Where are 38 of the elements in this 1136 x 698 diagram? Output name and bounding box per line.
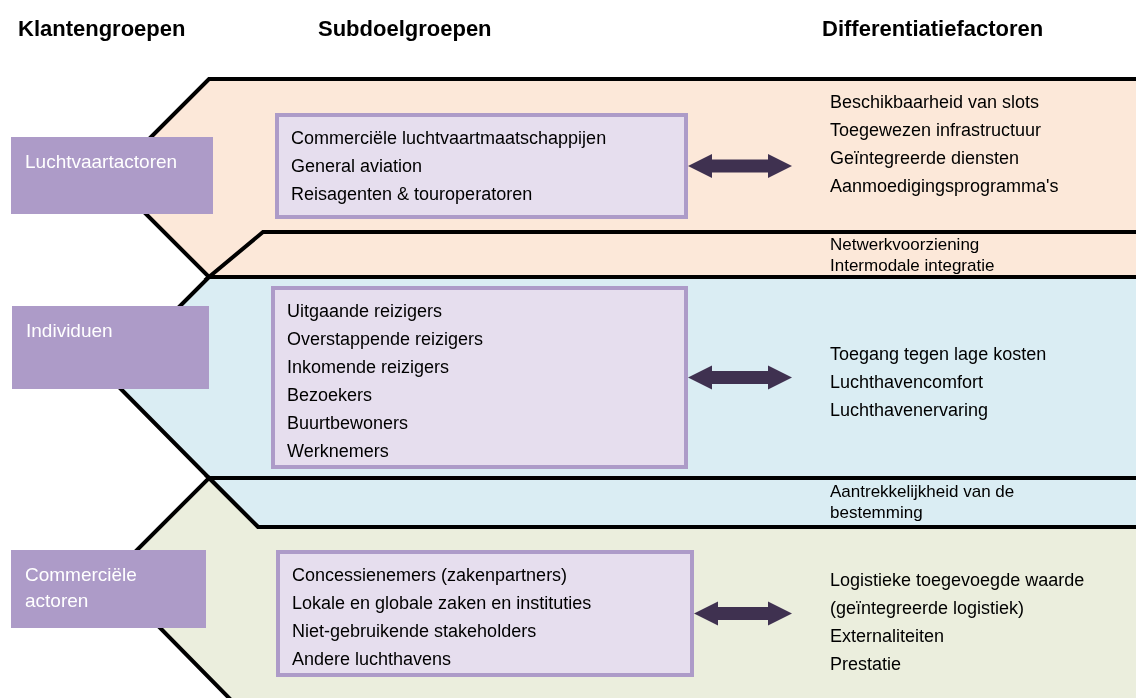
column-heading: Klantengroepen <box>18 16 186 42</box>
group-box: Individuen <box>12 306 209 389</box>
subgroup-text: Inkomende reizigers <box>287 356 450 379</box>
factor-text: Toegang tegen lage kosten <box>830 343 1047 366</box>
subgroup-text: Bezoekers <box>287 384 373 407</box>
double-arrow <box>688 154 792 178</box>
subgroup-text: Commerciële luchtvaartmaatschappijen <box>291 127 607 150</box>
factor-text: Aanmoedigingsprogramma's <box>830 175 1059 198</box>
factor-text: Intermodale integratie <box>830 255 995 276</box>
subgroup-box <box>271 286 688 469</box>
subgroup-text: Concessienemers (zakenpartners) <box>292 564 568 587</box>
factor-text: Beschikbaarheid van slots <box>830 91 1040 114</box>
subgroup-text: Andere luchthavens <box>292 648 452 671</box>
subgroup-text: Buurtbewoners <box>287 412 409 435</box>
factor-text: Netwerkvoorziening <box>830 234 980 255</box>
factor-text: Toegewezen infrastructuur <box>830 119 1042 142</box>
double-arrow <box>688 365 792 390</box>
column-heading: Differentiatiefactoren <box>822 16 1044 42</box>
subgroup-text: Overstappende reizigers <box>287 328 484 351</box>
factor-text: Externaliteiten <box>830 625 945 648</box>
subgroup-text: Niet-gebruikende stakeholders <box>292 620 537 643</box>
factor-text: Aantrekkelijkheid van de bestemming <box>830 481 1016 523</box>
subgroup-box <box>276 550 694 677</box>
factor-text: Luchthavencomfort <box>830 371 984 394</box>
subgroup-text: General aviation <box>291 155 423 178</box>
subgroup-box <box>275 113 688 219</box>
subgroup-text: Werknemers <box>287 440 389 463</box>
factor-text: Geïntegreerde diensten <box>830 147 1020 170</box>
group-box: Commerciële actoren <box>11 550 206 628</box>
subgroup-text: Uitgaande reizigers <box>287 300 443 323</box>
factor-text: Prestatie <box>830 653 902 676</box>
factor-text: Luchthavenervaring <box>830 399 989 422</box>
factor-text: Logistieke toegevoegde waarde (geïntegreerde logistiek) <box>830 569 1086 620</box>
double-arrow <box>694 601 792 626</box>
column-heading: Subdoelgroepen <box>318 16 492 42</box>
group-box: Luchtvaartactoren <box>11 137 213 214</box>
subgroup-text: Lokale en globale zaken en instituties <box>292 592 592 615</box>
subgroup-text: Reisagenten & touroperatoren <box>291 183 533 206</box>
